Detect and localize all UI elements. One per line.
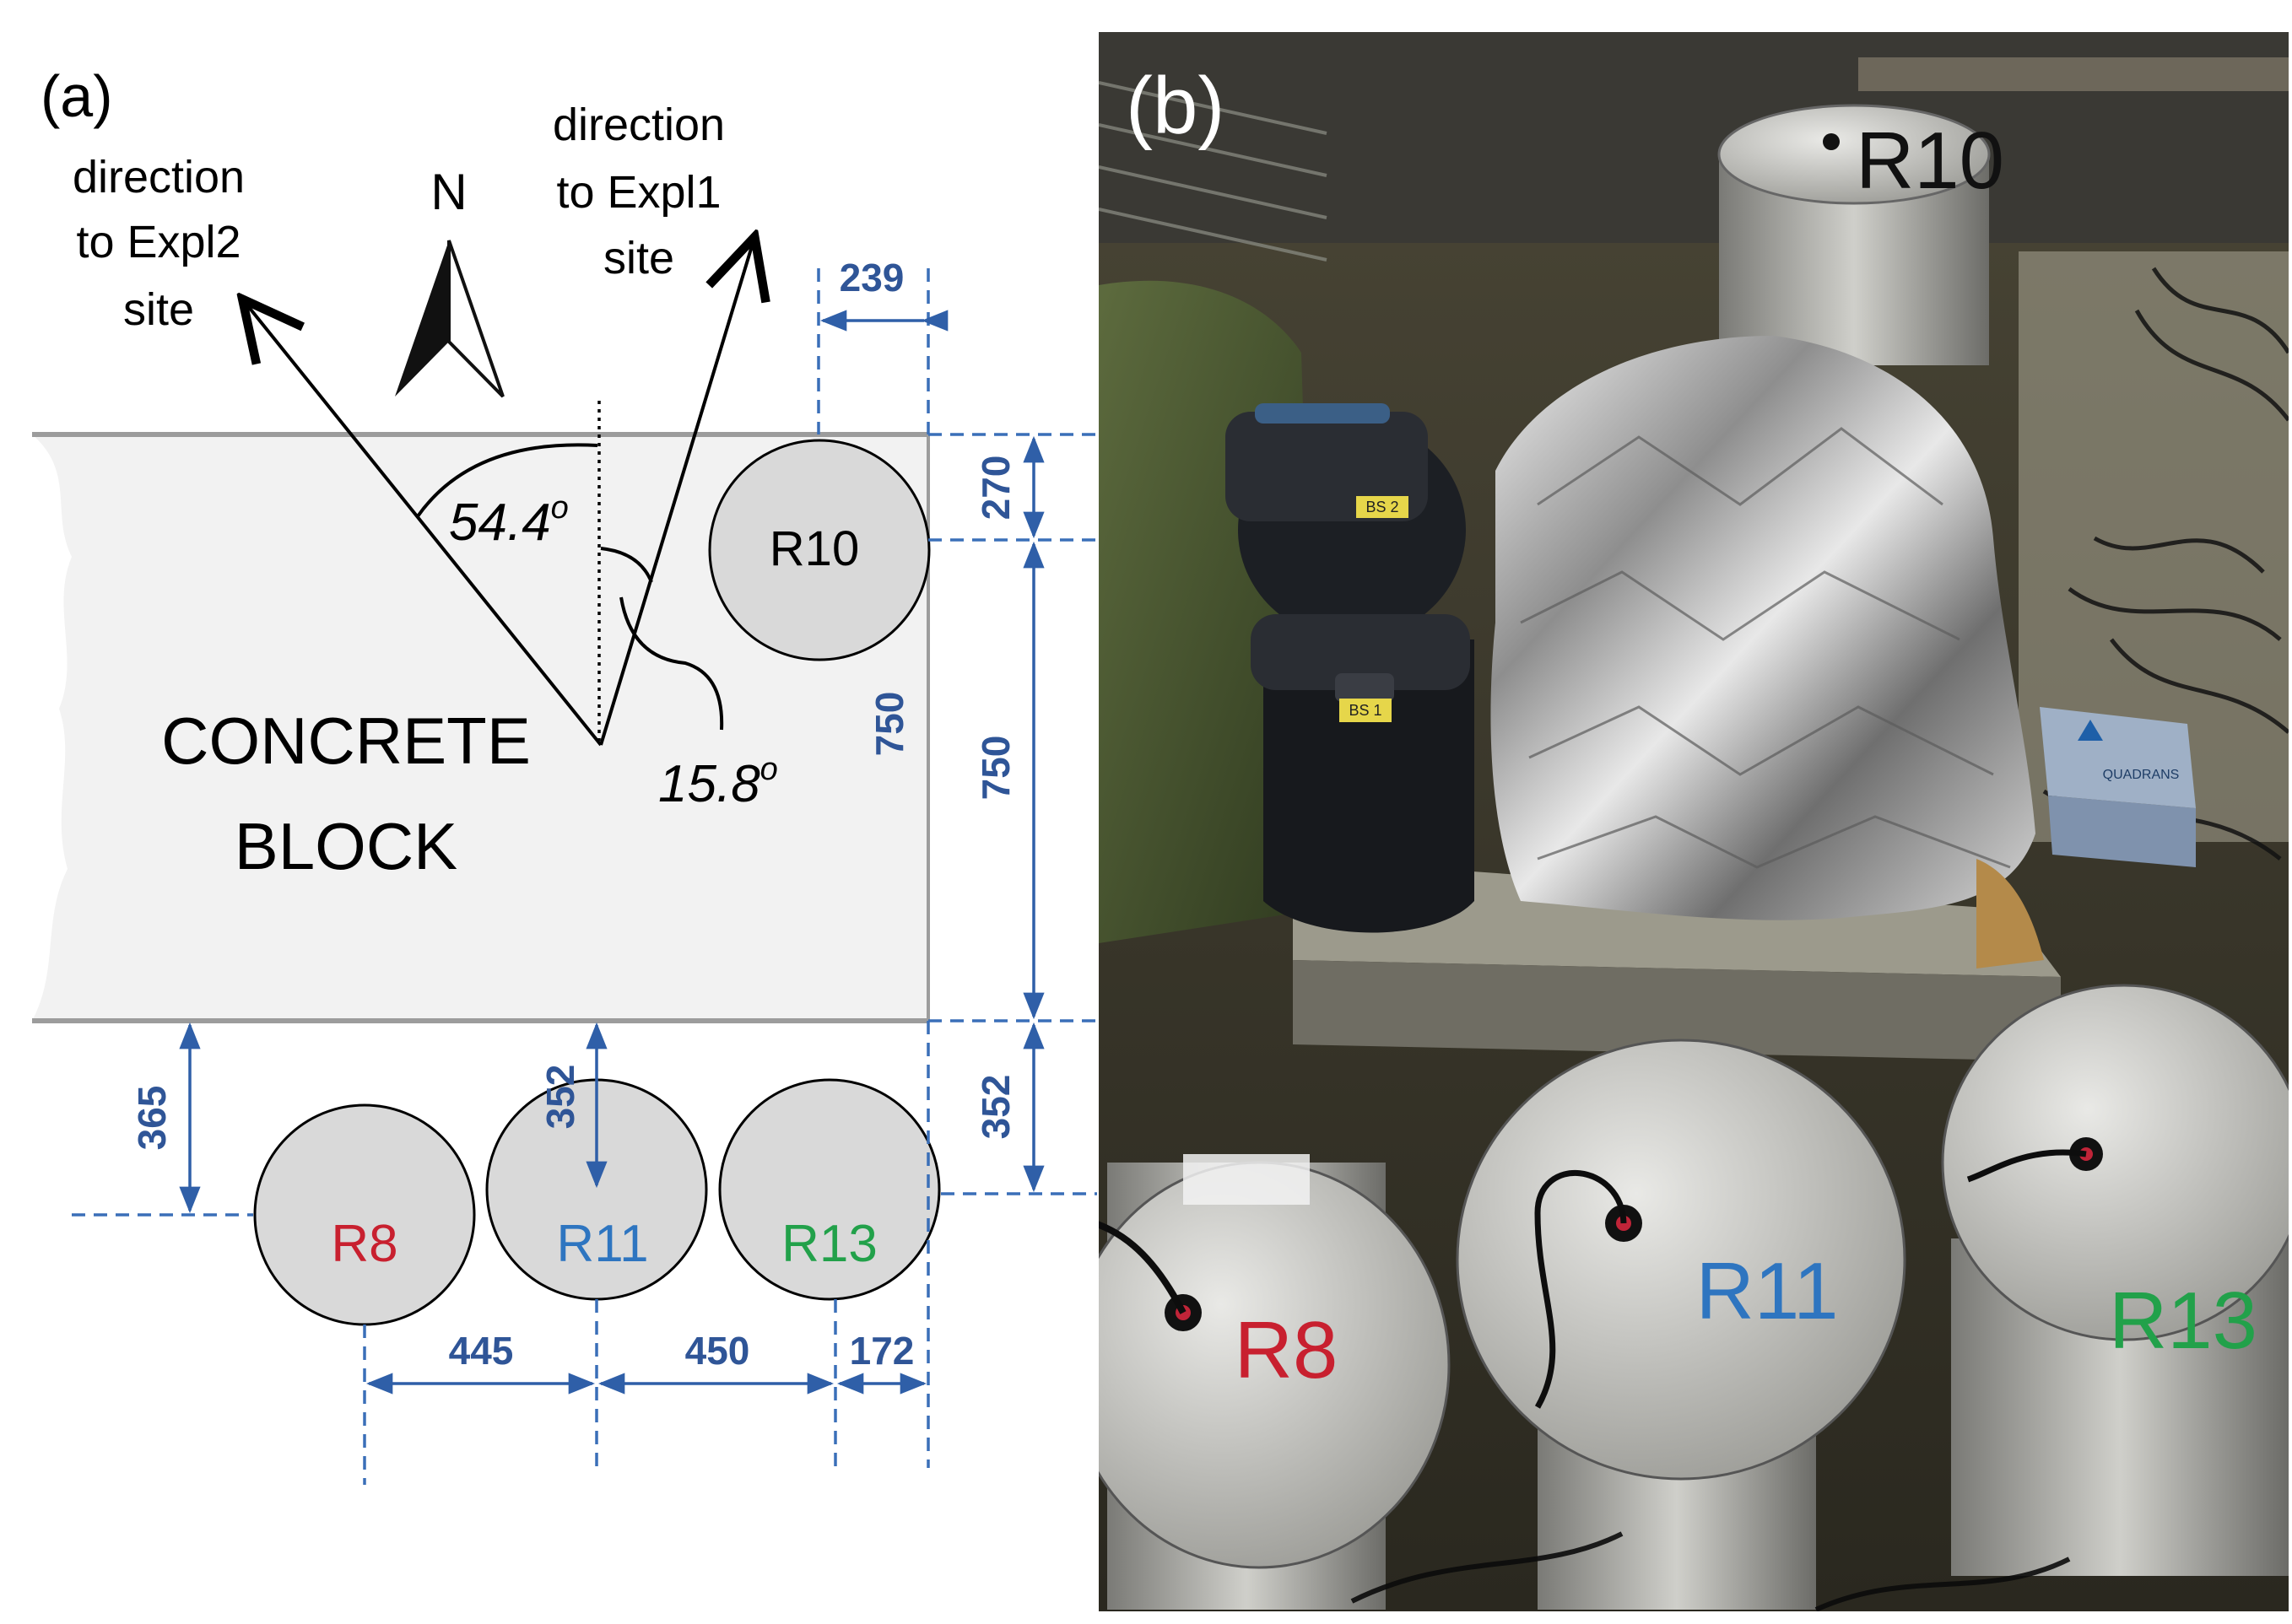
dim-239: 239 xyxy=(840,256,905,299)
svg-text:site: site xyxy=(123,284,194,335)
svg-text:R8: R8 xyxy=(331,1215,397,1273)
block-label-line2: BLOCK xyxy=(235,809,457,883)
block-label-line1: CONCRETE xyxy=(161,704,531,778)
dim-445: 445 xyxy=(449,1329,514,1373)
svg-text:to Expl2: to Expl2 xyxy=(76,217,241,267)
svg-text:BS 2: BS 2 xyxy=(1365,499,1398,515)
expl1-direction-label: direction to Expl1 site xyxy=(553,100,725,283)
photo-box-bs2: BS 2 xyxy=(1225,403,1466,639)
expl1-direction-arrow xyxy=(599,240,754,746)
dim-352-mid: 352 xyxy=(538,1065,582,1130)
svg-text:direction: direction xyxy=(73,152,245,202)
photo-foil-covered-sensor xyxy=(1490,336,2044,968)
photo-quadrans-box: QUADRANS xyxy=(2040,707,2196,867)
north-arrow-icon xyxy=(395,240,505,398)
svg-text:QUADRANS: QUADRANS xyxy=(2103,768,2180,782)
sensor-r13: R13 xyxy=(718,1078,941,1301)
dim-352-right: 352 xyxy=(974,1075,1018,1140)
svg-text:site: site xyxy=(603,233,674,283)
svg-text:R10: R10 xyxy=(770,521,859,576)
svg-text:direction: direction xyxy=(553,100,725,150)
figure-panel-b-photo: R10 BS 2 BS 1 xyxy=(1099,32,2289,1611)
svg-text:R11: R11 xyxy=(1696,1246,1839,1336)
svg-text:R13: R13 xyxy=(2109,1276,2257,1366)
photo-sensor-r8: R8 xyxy=(1099,1154,1451,1610)
dim-172: 172 xyxy=(850,1329,915,1373)
photo-sensor-r11: R11 xyxy=(1456,1039,1906,1610)
sensor-r8: R8 xyxy=(253,1103,476,1326)
dim-450: 450 xyxy=(685,1329,750,1373)
angle-15-label: 15.8o xyxy=(658,752,778,813)
svg-text:R10: R10 xyxy=(1856,116,2004,206)
sensor-r10: R10 xyxy=(708,439,931,661)
dim-750-inner: 750 xyxy=(868,692,911,757)
angle-54-label: 54.4o xyxy=(449,490,569,552)
svg-text:R13: R13 xyxy=(781,1215,878,1273)
photo-sensor-r13: R13 xyxy=(1941,984,2289,1576)
sensor-r11: R11 xyxy=(485,1078,708,1301)
dimension-guides xyxy=(72,268,1097,1485)
expl2-direction-label: direction to Expl2 site xyxy=(73,152,245,335)
panel-b-label: (b) xyxy=(1126,61,1224,151)
svg-text:R8: R8 xyxy=(1235,1305,1338,1395)
angle-pointer-15 xyxy=(619,596,724,731)
dim-365: 365 xyxy=(130,1086,174,1151)
angle-arc-54 xyxy=(416,443,598,518)
panel-a-label: (a) xyxy=(41,63,113,129)
photo-sensor-r10: R10 xyxy=(1717,104,2004,365)
svg-text:R11: R11 xyxy=(556,1215,648,1273)
photo-box-bs1: BS 1 xyxy=(1251,614,1474,933)
svg-text:to Expl1: to Expl1 xyxy=(556,167,721,218)
angle-arc-15 xyxy=(600,547,653,583)
dim-750-outer: 750 xyxy=(974,736,1018,801)
expl2-direction-arrow xyxy=(245,302,603,747)
dim-270: 270 xyxy=(974,456,1018,521)
svg-text:BS 1: BS 1 xyxy=(1349,702,1381,719)
concrete-block xyxy=(32,432,930,1023)
north-label: N xyxy=(430,164,467,220)
